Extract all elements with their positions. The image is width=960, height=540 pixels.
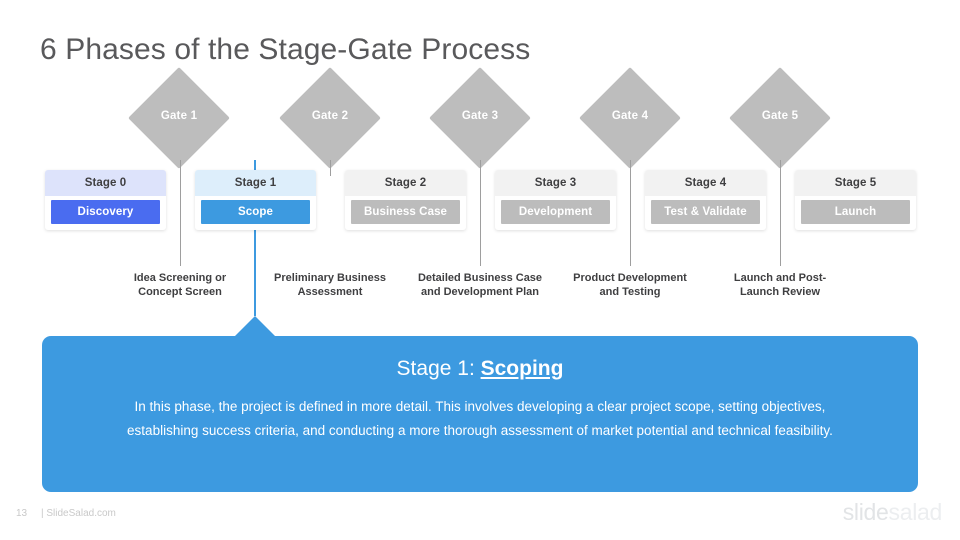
stage-card-5-title: Stage 5 xyxy=(795,170,916,196)
callout-heading-emphasis: Scoping xyxy=(480,357,564,380)
callout-pointer-triangle xyxy=(234,316,276,337)
caption-3-line2: and Development Plan xyxy=(421,286,539,298)
stage-card-5-name: Launch xyxy=(801,200,910,224)
caption-4-line1: Product Development xyxy=(573,272,687,284)
gate-connector-2-upper xyxy=(330,160,331,176)
caption-1-line2: Concept Screen xyxy=(138,286,222,298)
caption-4-line2: and Testing xyxy=(599,286,661,298)
caption-5-line1: Launch and Post- xyxy=(733,272,827,284)
caption-2-line1: Preliminary Business xyxy=(274,272,386,284)
logo-part-slide: slide xyxy=(842,499,889,525)
page-title: 6 Phases of the Stage-Gate Process xyxy=(40,33,531,66)
stage-card-4[interactable]: Stage 4 Test & Validate xyxy=(645,170,766,230)
caption-2: Preliminary Business Assessment xyxy=(245,271,415,299)
logo-part-salad: salad xyxy=(888,499,943,525)
caption-4: Product Development and Testing xyxy=(545,271,715,299)
caption-5: Launch and Post- Launch Review xyxy=(695,271,865,299)
callout-body-text: In this phase, the project is defined in… xyxy=(127,399,833,438)
stage-card-2-name: Business Case xyxy=(351,200,460,224)
caption-2-line2: Assessment xyxy=(297,286,363,298)
gate-connector-4 xyxy=(630,160,631,266)
caption-3-line1: Detailed Business Case xyxy=(417,272,543,284)
stage-card-5[interactable]: Stage 5 Launch xyxy=(795,170,916,230)
stage-card-4-title: Stage 4 xyxy=(645,170,766,196)
stage-card-2-title: Stage 2 xyxy=(345,170,466,196)
slidesalad-logo: slidesalad xyxy=(842,499,943,526)
gate-diamond-5[interactable] xyxy=(729,67,831,169)
stage-card-0-name: Discovery xyxy=(51,200,160,224)
footer-site-label: | SlideSalad.com xyxy=(41,508,116,519)
caption-1: Idea Screening or Concept Screen xyxy=(95,271,265,299)
gate-connector-5 xyxy=(780,160,781,266)
caption-3: Detailed Business Case and Development P… xyxy=(395,271,565,299)
gate-connector-2 xyxy=(254,160,256,316)
stage-card-4-name: Test & Validate xyxy=(651,200,760,224)
stage-card-0-title: Stage 0 xyxy=(45,170,166,196)
gate-diamond-4[interactable] xyxy=(579,67,681,169)
callout-heading-prefix: Stage 1: xyxy=(396,357,481,380)
gate-diamond-3[interactable] xyxy=(429,67,531,169)
caption-5-line2: Launch Review xyxy=(739,286,821,298)
gate-connector-1 xyxy=(180,160,181,266)
footer-page-number: 13 xyxy=(16,508,28,519)
gate-diamond-2[interactable] xyxy=(279,67,381,169)
stage-card-3-name: Development xyxy=(501,200,610,224)
stage-card-1[interactable]: Stage 1 Scope xyxy=(195,170,316,230)
stage-card-2[interactable]: Stage 2 Business Case xyxy=(345,170,466,230)
stage-card-1-title: Stage 1 xyxy=(195,170,316,196)
callout-heading: Stage 1: Scoping xyxy=(42,357,918,381)
caption-1-line1: Idea Screening or xyxy=(133,272,227,284)
gate-diamond-1[interactable] xyxy=(128,67,230,169)
stage-card-3[interactable]: Stage 3 Development xyxy=(495,170,616,230)
stage-card-1-name: Scope xyxy=(201,200,310,224)
gate-connector-3 xyxy=(480,160,481,266)
stage-card-0[interactable]: Stage 0 Discovery xyxy=(45,170,166,230)
stage-card-3-title: Stage 3 xyxy=(495,170,616,196)
callout-panel: Stage 1: Scoping In this phase, the proj… xyxy=(42,336,918,492)
